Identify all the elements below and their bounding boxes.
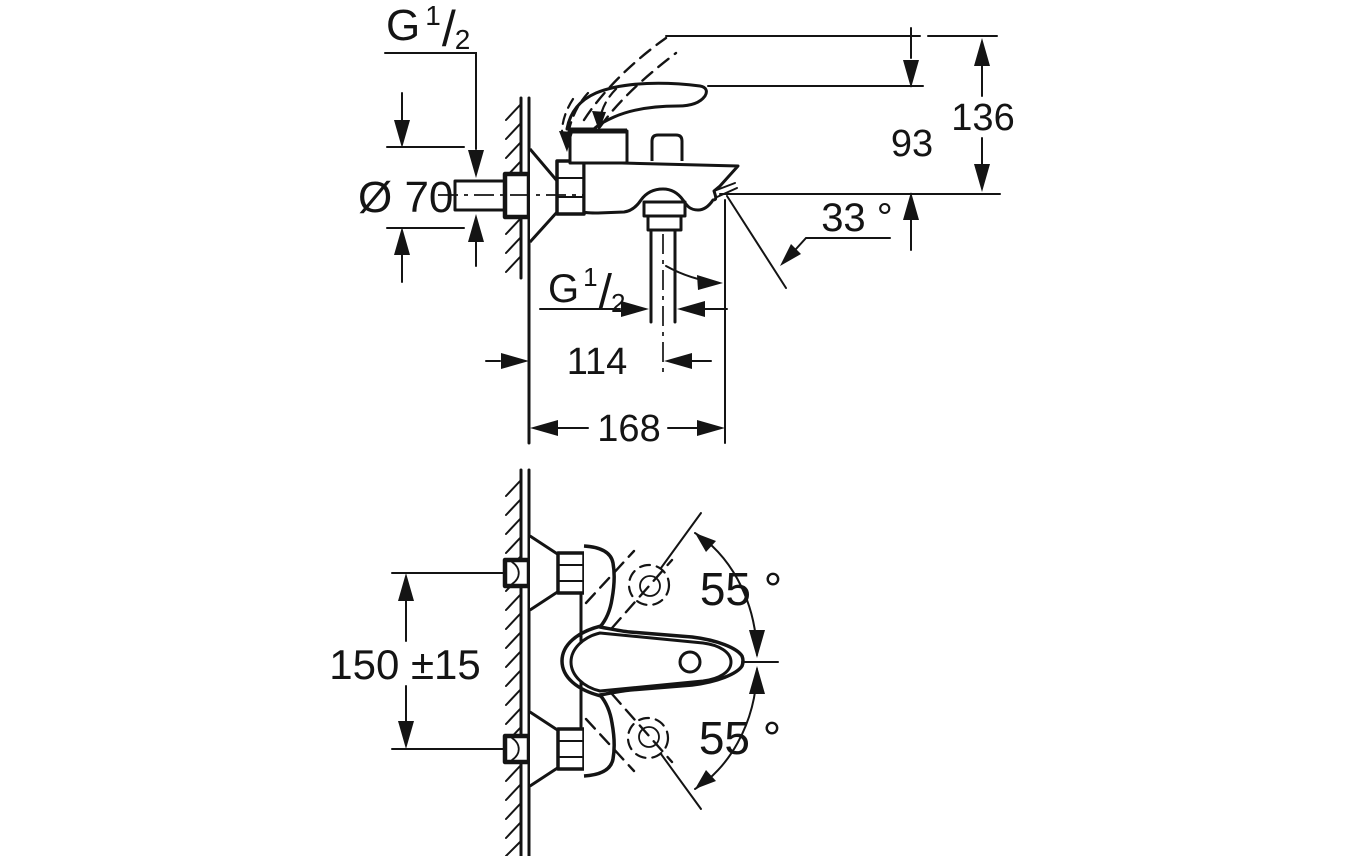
- dim-swivel-upper: 55 °: [660, 512, 782, 658]
- upper-hex-nut: [556, 551, 586, 595]
- angle55u-arrowheads: [695, 533, 765, 658]
- dim136-label: 136: [951, 97, 1014, 139]
- shower-nut: [646, 214, 683, 232]
- upper-mount: [502, 534, 586, 612]
- shower-thread-slash: /: [599, 266, 613, 319]
- upper-square-nut: [502, 557, 532, 589]
- upper-hex-facets: [557, 564, 585, 582]
- union-nut: [555, 159, 586, 216]
- angle55u-label: 55 °: [700, 563, 782, 615]
- upper-swivel-phantom-circle: [627, 563, 671, 607]
- lower-square-nut: [502, 733, 532, 765]
- angle55l-radius-line: [660, 753, 702, 810]
- dim-depth-168: 168: [530, 199, 726, 450]
- dia70-arrowheads: [394, 120, 410, 255]
- upper-nut-notch: [511, 561, 520, 585]
- angle55u-radius-line: [660, 512, 702, 569]
- angle55l-label: 55 °: [699, 712, 781, 764]
- shower-swivel-arrowhead: [697, 275, 723, 290]
- dim-depth-114: 114: [485, 341, 712, 383]
- lower-swivel-phantom-circle: [626, 716, 670, 760]
- diverter-knob: [650, 133, 684, 161]
- lower-hex-facets: [557, 740, 585, 758]
- dia70-label: Ø 70: [358, 173, 453, 222]
- lower-hex-nut: [556, 727, 586, 771]
- lower-swivel-hole: [638, 726, 660, 748]
- dim150-extension-lines: [391, 572, 505, 750]
- spout-angle-line: [726, 195, 787, 289]
- lever-screw-hole: [678, 650, 702, 674]
- dim-hole-distance: 150 ±15: [329, 572, 505, 750]
- plan-view: 150 ±15 55 ° 55 °: [329, 468, 782, 856]
- wall-thread-sup: 1: [425, 0, 441, 31]
- angle33-arrowhead: [780, 244, 801, 266]
- plan-wall-section-lines: [519, 468, 531, 856]
- shower-collar: [642, 200, 687, 218]
- lever-handle-raised-phantom: [582, 36, 678, 129]
- dim150-label: 150 ±15: [329, 641, 481, 688]
- wall-thread-base: G: [386, 1, 420, 50]
- dim168-label: 168: [597, 408, 660, 450]
- shower-thread-sub: 2: [611, 288, 625, 318]
- dim-height-93: 93: [891, 27, 933, 251]
- lever-plan-outline: [569, 631, 733, 693]
- dim114-label: 114: [567, 341, 628, 383]
- wall-thread-arrowheads: [468, 150, 484, 242]
- angle33-leader: [795, 237, 891, 250]
- mixer-body: [582, 160, 740, 215]
- dim-height-136: 136: [951, 38, 1015, 192]
- union-nut-facets: [556, 177, 585, 198]
- angle33-label: 33 °: [821, 196, 893, 240]
- handle-motion-arrowheads: [559, 111, 606, 152]
- angle55l-arrowheads: [695, 666, 765, 789]
- wall-thread-slash: /: [442, 1, 456, 57]
- dim-swivel-lower: 55 °: [660, 666, 781, 810]
- lever-plan-outer-cap: [560, 624, 603, 698]
- shower-thread-arrowheads: [621, 301, 705, 317]
- swivel-phantom-lines: [584, 549, 674, 773]
- dim-escutcheon-diameter: Ø 70: [358, 92, 465, 283]
- dim-spout-angle: 33 °: [780, 196, 893, 266]
- lower-nut-notch: [511, 737, 520, 761]
- shower-outlet-pipe: [649, 228, 677, 324]
- lower-mount: [502, 710, 586, 788]
- aerator-face-lines: [713, 182, 738, 198]
- shower-thread-sup: 1: [583, 262, 597, 292]
- wall-thread-leader: [384, 52, 477, 267]
- wall-thread-sub: 2: [455, 24, 471, 55]
- dim93-label: 93: [891, 123, 933, 165]
- upper-swivel-hole: [639, 575, 661, 597]
- cartridge-housing: [568, 129, 629, 165]
- dia70-extension-lines: [386, 146, 465, 229]
- shower-thread-base: G: [548, 267, 579, 311]
